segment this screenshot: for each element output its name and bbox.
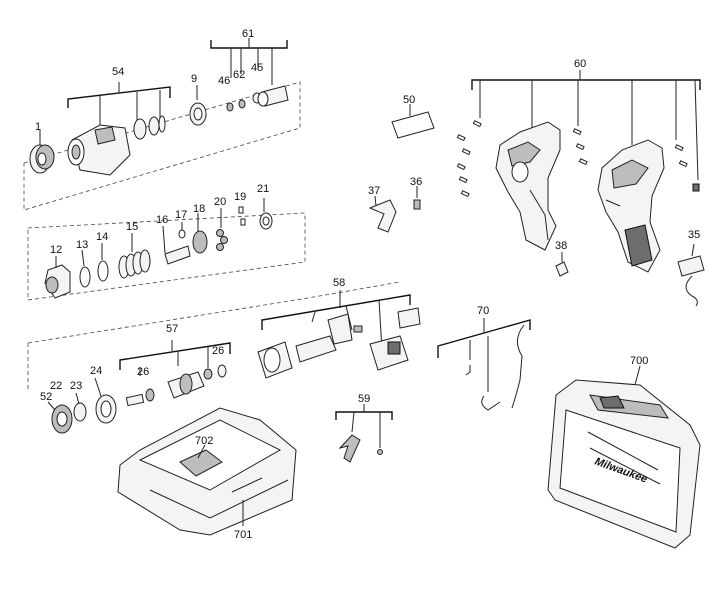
callout-54: 54 <box>112 66 124 78</box>
callout-12: 12 <box>50 244 62 256</box>
part-38-nut <box>555 252 569 277</box>
part-12-anvil-hub <box>44 256 71 299</box>
part-1-bit-holder <box>29 130 55 174</box>
callout-21: 21 <box>257 183 269 195</box>
part-52-22-23-24-gear-rings <box>47 377 117 434</box>
part-58-motor-housing <box>257 307 421 379</box>
part-36-screw <box>413 186 421 210</box>
callout-52: 52 <box>40 391 52 403</box>
callout-labels: 1 9 12 13 14 15 16 17 18 19 20 21 22 23 … <box>35 28 700 541</box>
callout-23: 23 <box>70 380 82 392</box>
callout-20: 20 <box>214 196 226 208</box>
callout-14: 14 <box>96 231 108 243</box>
callout-46: 46 <box>218 75 230 87</box>
part-60-right-housing <box>597 139 665 273</box>
part-37-switch-lever <box>368 195 397 233</box>
part-9-washer <box>189 85 207 126</box>
part-60-left-housing <box>495 121 561 251</box>
part-16-17-18-spindle <box>162 213 208 265</box>
part-701-702-tool-case-insert <box>117 407 297 536</box>
part-20-19-21-balls-washer <box>216 198 273 251</box>
bracket-61 <box>210 38 288 85</box>
part-57-motor-armature <box>125 364 227 407</box>
callout-702: 702 <box>195 435 213 447</box>
part-50-label <box>391 104 435 139</box>
assembly-frames <box>23 81 401 390</box>
callout-35: 35 <box>688 229 700 241</box>
callout-13: 13 <box>76 239 88 251</box>
part-700-carrying-case: Milwaukee <box>547 365 701 549</box>
part-46-62-45-anvil-parts <box>226 85 289 112</box>
callout-17: 17 <box>175 209 187 221</box>
part-54-hammer-case <box>67 115 166 176</box>
bracket-54 <box>67 82 171 128</box>
callout-9: 9 <box>191 73 197 85</box>
callout-61: 61 <box>242 28 254 40</box>
callout-19: 19 <box>234 191 246 203</box>
part-59-belt-clip <box>335 404 393 463</box>
callout-70: 70 <box>477 305 489 317</box>
part-35-led-board <box>677 243 705 307</box>
callout-60: 60 <box>574 58 586 70</box>
callout-50: 50 <box>403 94 415 106</box>
callout-37: 37 <box>368 185 380 197</box>
callout-38: 38 <box>555 240 567 252</box>
callout-57: 57 <box>166 323 178 335</box>
callout-700: 700 <box>630 355 648 367</box>
bracket-60 <box>471 70 701 181</box>
callout-62: 62 <box>233 69 245 81</box>
callout-701: 701 <box>234 529 252 541</box>
callout-24: 24 <box>90 365 102 377</box>
part-13-14-15-rings-spring <box>79 233 151 288</box>
callout-1: 1 <box>35 121 41 133</box>
callout-22: 22 <box>50 380 62 392</box>
callout-36: 36 <box>410 176 422 188</box>
callout-26b: 26 <box>212 345 224 357</box>
callout-26a: 26 <box>137 366 149 378</box>
callout-15: 15 <box>126 221 138 233</box>
callout-59: 59 <box>358 393 370 405</box>
callout-16: 16 <box>156 214 168 226</box>
callout-58: 58 <box>333 277 345 289</box>
callout-18: 18 <box>193 203 205 215</box>
part-60-screws <box>456 120 700 198</box>
bracket-57 <box>119 340 231 376</box>
part-70-wiring-set <box>437 318 531 411</box>
callout-45: 45 <box>251 62 263 74</box>
